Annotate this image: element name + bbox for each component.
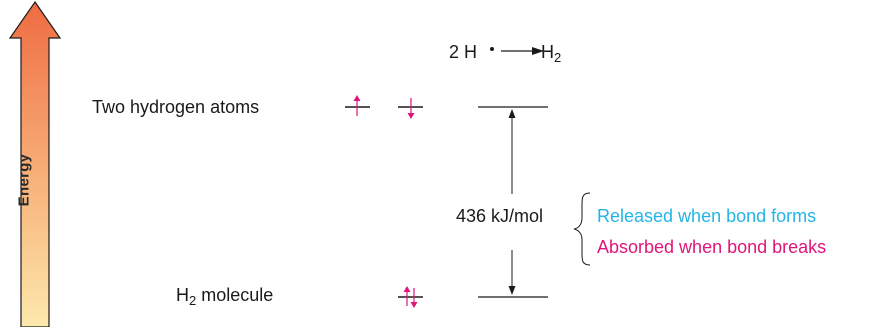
spin-up-icon [403,286,411,306]
lower-label-subscript: 2 [189,293,197,308]
spin-up-icon [353,95,361,116]
lower-level-label: H2 molecule [176,285,273,311]
radical-dot-icon [490,47,494,51]
energy-gap-arrow [508,109,516,295]
reaction-product-subscript: 2 [554,50,562,65]
annotation-brace [573,192,591,266]
lower-label-base: H [176,285,189,305]
released-annotation: Released when bond forms [597,206,817,226]
reaction-equation: 2 H H2 [449,42,561,68]
reaction-product: H [541,42,555,62]
spin-down-icon [410,288,418,308]
energy-difference-label: 436 kJ/mol [456,206,544,226]
energy-axis-label: Energy [15,153,33,207]
spin-down-icon [407,98,415,119]
reaction-arrow-icon [501,47,544,55]
energy-axis-arrow [8,0,62,327]
absorbed-annotation: Absorbed when bond breaks [597,237,827,257]
lower-label-suffix: molecule [196,285,274,305]
upper-level-label: Two hydrogen atoms [92,97,260,117]
reaction-reactant: 2 H [449,42,478,62]
